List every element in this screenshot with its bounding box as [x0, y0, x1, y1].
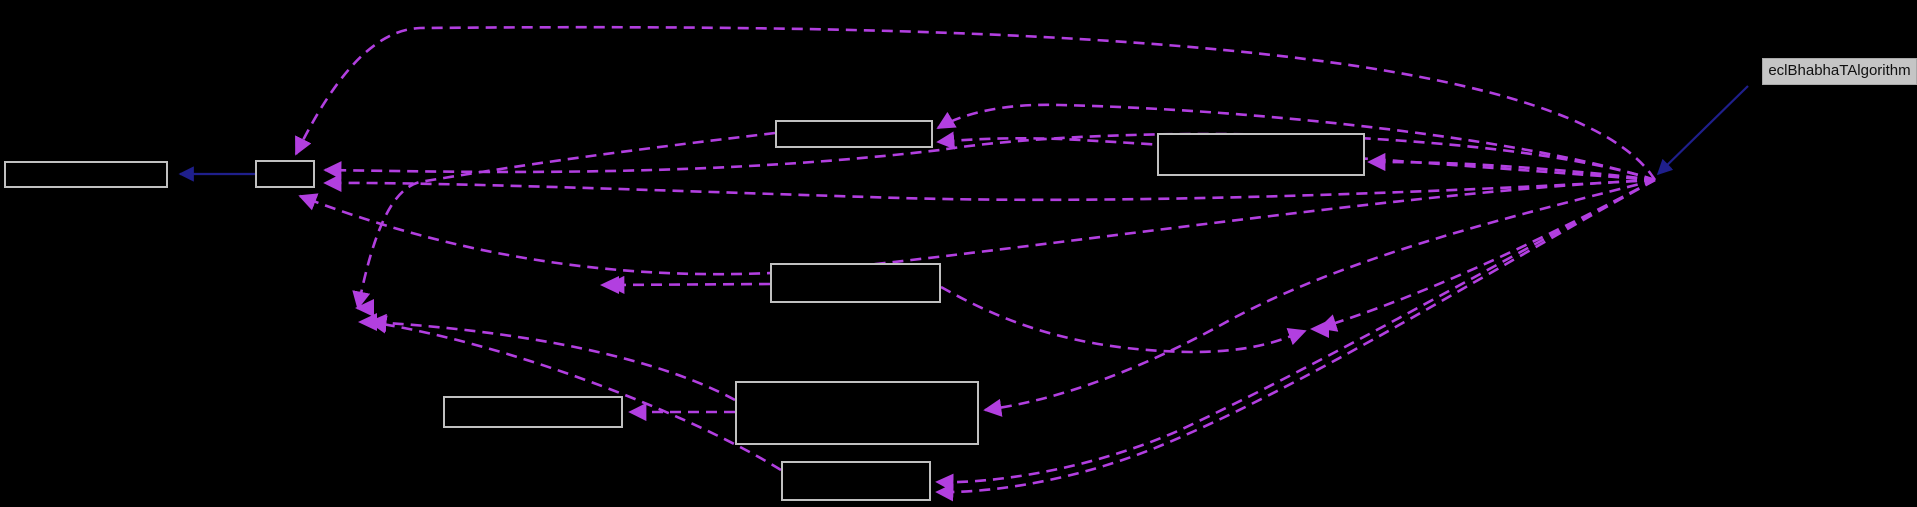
graph-edge-usage — [940, 285, 1307, 354]
graph-node-n4[interactable] — [1157, 133, 1365, 176]
graph-edge-usage — [352, 131, 776, 310]
graph-edge-usage — [936, 131, 1656, 182]
graph-node-n2[interactable] — [255, 160, 315, 188]
graph-node-label: eclBhabhaTAlgorithm — [1768, 62, 1911, 80]
graph-edge-usage — [936, 103, 1656, 182]
edge-arrowhead-icon — [355, 299, 374, 317]
graph-edge-usage — [368, 313, 736, 402]
graph-node-n6[interactable] — [443, 396, 623, 428]
graph-node-n3[interactable] — [775, 120, 933, 148]
edge-group — [178, 25, 1749, 502]
graph-edge-usage — [1367, 152, 1656, 182]
graph-edge-usage — [298, 178, 1656, 276]
graph-edge-usage — [983, 178, 1656, 417]
graph-edge-usage — [606, 275, 771, 294]
graph-edge-usage — [368, 315, 782, 472]
edge-arrowhead-icon — [358, 313, 377, 331]
graph-edge-usage — [323, 173, 1656, 202]
floating-arrowhead-group — [355, 276, 1329, 338]
edge-arrowhead-icon — [1310, 320, 1329, 338]
graph-edge-usage — [1318, 178, 1656, 332]
graph-node-n9[interactable]: eclBhabhaTAlgorithm — [1762, 58, 1917, 85]
graph-edge-usage — [935, 178, 1656, 502]
graph-node-n8[interactable] — [781, 461, 931, 501]
graph-edge-usage — [935, 178, 1656, 492]
graph-node-n1[interactable] — [4, 161, 168, 188]
graph-edge-usage — [323, 132, 1656, 182]
graph-node-n7[interactable] — [735, 381, 979, 445]
graph-edge-inheritance — [1656, 85, 1749, 176]
edge-arrowhead-icon — [600, 276, 619, 294]
graph-edge-usage — [294, 25, 1657, 181]
graph-node-n5[interactable] — [770, 263, 941, 303]
